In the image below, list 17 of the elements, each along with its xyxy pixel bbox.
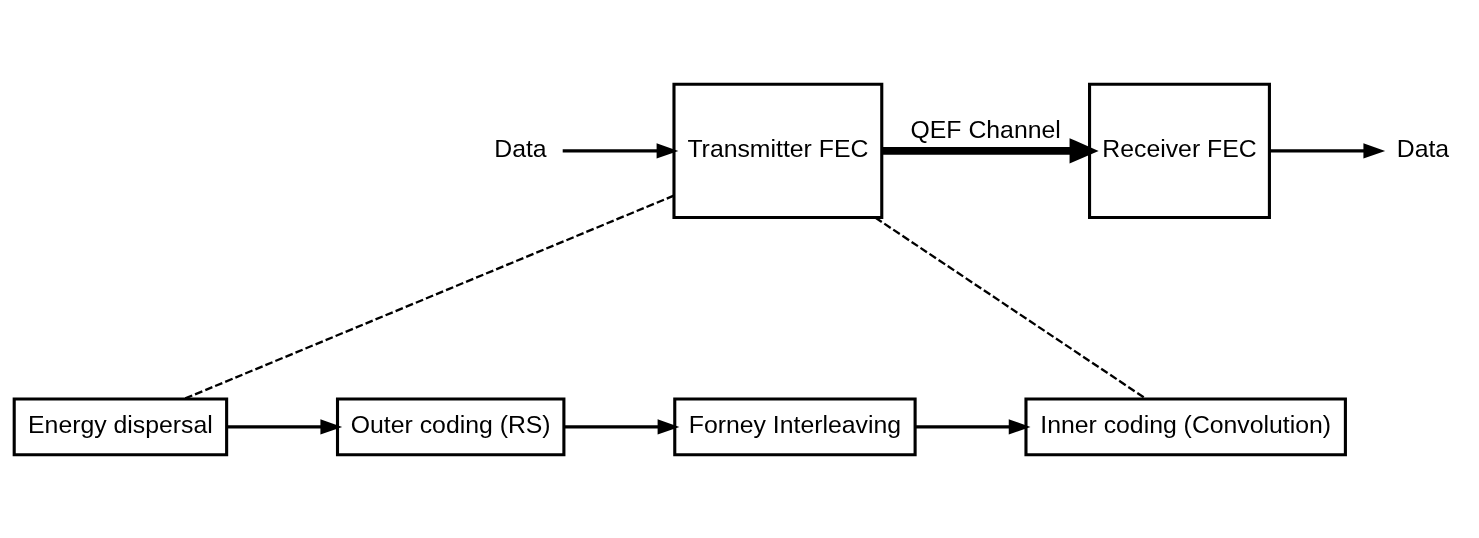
node-box: Inner coding (Convolution) <box>1024 396 1347 456</box>
node-box: Energy dispersal <box>12 396 229 456</box>
node-box: Transmitter FEC <box>672 82 884 219</box>
arrow <box>564 418 680 434</box>
arrow <box>1269 142 1386 158</box>
connector <box>183 194 675 400</box>
arrow <box>915 418 1031 434</box>
node-text: Data <box>1396 134 1450 162</box>
edge-label: QEF Channel <box>910 115 1061 143</box>
arrow <box>226 418 343 434</box>
arrow <box>881 137 1099 164</box>
node-box: Forney Interleaving <box>673 396 917 456</box>
node-text: Data <box>494 134 547 162</box>
arrow <box>562 142 679 158</box>
node-box: Outer coding (RS) <box>335 396 566 456</box>
connector <box>874 216 1147 400</box>
node-box: Receiver FEC <box>1088 82 1271 219</box>
